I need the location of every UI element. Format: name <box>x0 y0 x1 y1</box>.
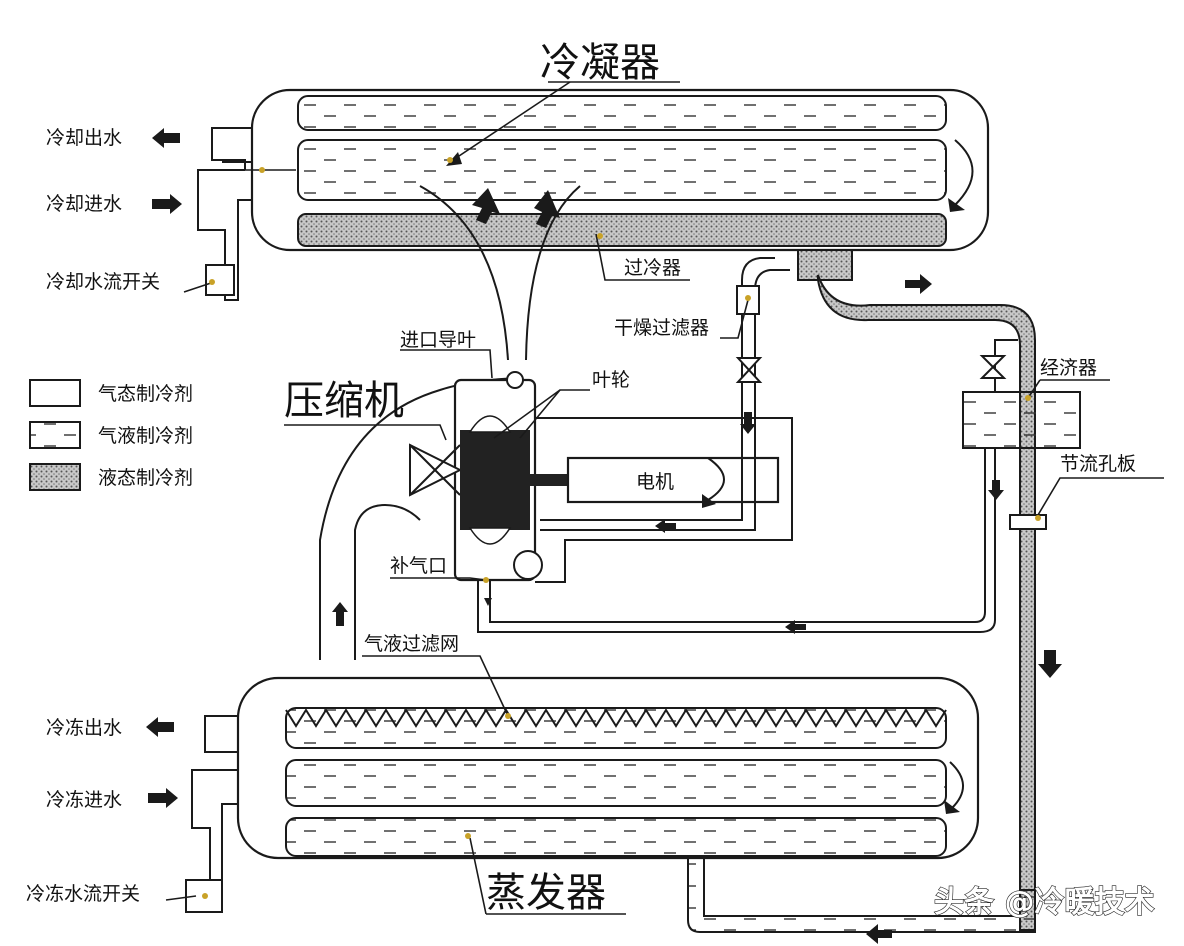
chilled-water-flow-switch-label: 冷冻水流开关 <box>26 883 140 905</box>
condenser <box>250 88 990 252</box>
cooling-water-flow-switch-label: 冷却水流开关 <box>46 271 160 293</box>
economizer <box>962 391 1081 449</box>
chilled-water-in-label: 冷冻进水 <box>46 789 122 811</box>
impeller <box>460 430 530 530</box>
inlet-guide-vane-label: 进口导叶 <box>400 329 476 351</box>
evaporator-tube-bottom <box>285 817 947 857</box>
evaporator-return-arrow <box>949 761 964 809</box>
discharge-funnel <box>419 185 581 361</box>
chilled-water-out-arrow <box>146 717 174 737</box>
subcooler-tube <box>297 213 947 247</box>
impeller-label: 叶轮 <box>592 369 630 391</box>
chilled-water-in-arrow <box>148 788 178 808</box>
chilled-water-out-label: 冷冻出水 <box>46 717 122 739</box>
discharge-arrow-right <box>534 190 560 228</box>
labels: 冷凝器 压缩机 蒸发器 冷却出水 冷却进水 冷却水流开关 冷冻出水 冷冻进水 冷… <box>26 40 1155 921</box>
cooling-water-in-label: 冷却进水 <box>46 193 122 215</box>
gas-liquid-filter-screen <box>285 708 947 728</box>
subcooler-outlet <box>797 249 853 281</box>
watermark: 头条 @冷暖技术 <box>934 885 1154 920</box>
leader-lines <box>165 81 1164 915</box>
condenser-tube-middle <box>297 139 947 201</box>
compressor-label: 压缩机 <box>284 378 404 424</box>
legend-swatch-gas <box>29 379 81 407</box>
legend: 气态制冷剂 气液制冷剂 液态制冷剂 <box>29 379 193 491</box>
evaporator-tube-middle <box>285 759 947 807</box>
motor-label: 电机 <box>636 471 674 493</box>
evaporator-label: 蒸发器 <box>486 870 606 916</box>
cooling-water-in-arrow <box>152 194 182 214</box>
evaporator-water-nozzles <box>185 715 238 913</box>
condenser-return-arrowhead <box>948 198 965 212</box>
legend-label-gas: 气态制冷剂 <box>98 383 193 405</box>
liquid-line-valve <box>735 357 763 383</box>
discharge-nozzle <box>506 371 524 389</box>
evaporator-return-arrowhead <box>944 800 960 814</box>
condenser-return-arrow <box>954 139 974 206</box>
legend-swatch-gas-liquid <box>29 421 81 449</box>
water-arrows <box>146 128 182 808</box>
suction-arrow <box>332 602 348 626</box>
cooling-water-out-arrow <box>152 128 180 148</box>
discharge-arrow-left <box>472 188 500 224</box>
legend-label-gas-liquid: 气液制冷剂 <box>98 425 193 447</box>
cooling-water-out-label: 冷却出水 <box>46 127 122 149</box>
economizer-label: 经济器 <box>1040 357 1097 379</box>
condenser-label: 冷凝器 <box>540 40 660 86</box>
dry-filter-label: 干燥过滤器 <box>614 317 709 339</box>
liquid-line <box>540 257 790 533</box>
subcooler-label: 过冷器 <box>624 257 681 279</box>
evaporator <box>236 676 980 860</box>
legend-label-liquid: 液态制冷剂 <box>98 467 193 489</box>
gas-liquid-filter-screen-label: 气液过滤网 <box>364 633 459 655</box>
evaporator-tube-top <box>285 707 947 749</box>
make-up-port <box>513 550 543 580</box>
economizer-valve <box>979 355 1007 379</box>
legend-swatch-liquid <box>29 463 81 491</box>
condenser-water-nozzles <box>197 127 252 301</box>
make-up-port-label: 补气口 <box>390 555 447 577</box>
orifice-plate-label: 节流孔板 <box>1060 453 1136 475</box>
condenser-tube-top <box>297 95 947 131</box>
